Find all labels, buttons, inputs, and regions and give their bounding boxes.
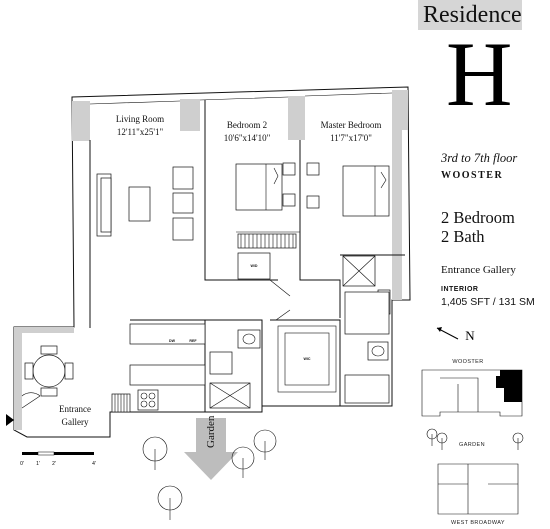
residence-letter: H [446,23,512,125]
walk-in-closet-label: WIC [304,357,311,361]
bedroom-count: 2 Bedroom [441,208,515,227]
entrance-label: Entrance [59,404,91,414]
scale-1: 1' [36,461,40,467]
interior-walls [89,100,405,412]
keymap-middle: GARDEN [459,442,485,448]
entrance-door [21,392,41,409]
garden-arrow-label: Garden [205,415,217,448]
site-key-map: WOOSTER GARDEN WEST BROADWAY [421,359,524,526]
bathrooms [209,291,390,409]
master-bedroom-label: Master Bedroom [321,120,382,130]
scale-0: 0' [20,461,24,467]
keymap-bottom-street: WEST BROADWAY [451,520,505,526]
bedroom-2-label: Bedroom 2 [227,120,267,130]
washer-dryer-label: W/D [251,264,258,268]
scale-2: 2' [52,461,56,467]
entrance-gallery-feature: Entrance Gallery [441,264,516,276]
bath-count: 2 Bath [441,227,485,246]
dishwasher-label: DW [169,339,176,343]
residence-title: Residence [423,2,522,28]
dining-table [24,345,74,397]
north-arrow-icon: N [436,327,475,343]
interior-label: INTERIOR [441,286,479,293]
scale-bar: 0' 1' 2' 4' [20,451,96,467]
residence-title-banner: Residence [418,0,522,30]
master-bedroom-furniture [306,162,391,315]
keymap-top-street: WOOSTER [452,359,483,365]
entrance-arrow-icon [6,414,14,426]
gallery-label: Gallery [62,417,89,427]
floor-plan: Living Room 12'11"x25'1" Bedroom 2 10'6"… [6,86,411,520]
interior-area: 1,405 SFT / 131 SM [441,296,535,308]
bedroom-2-dims: 10'6"x14'10" [224,133,271,143]
scale-4: 4' [92,461,96,467]
floor-range: 3rd to 7th floor [441,151,518,165]
master-bedroom-dims: 11'7"x17'0" [330,133,372,143]
trees [142,429,277,520]
exterior-walls [13,86,411,438]
living-room-label: Living Room [116,114,164,124]
refrigerator-label: REF [189,339,197,343]
living-room-dims: 12'11"x25'1" [117,127,164,137]
north-label: N [465,328,475,343]
kitchen [111,323,206,413]
garden-arrow-icon: Garden [184,415,238,480]
bedroom-2-furniture [235,162,297,280]
walk-in-closet [277,325,337,393]
building-name: WOOSTER [441,170,504,181]
living-room-furniture [96,166,194,241]
residence-h-location [496,370,522,402]
